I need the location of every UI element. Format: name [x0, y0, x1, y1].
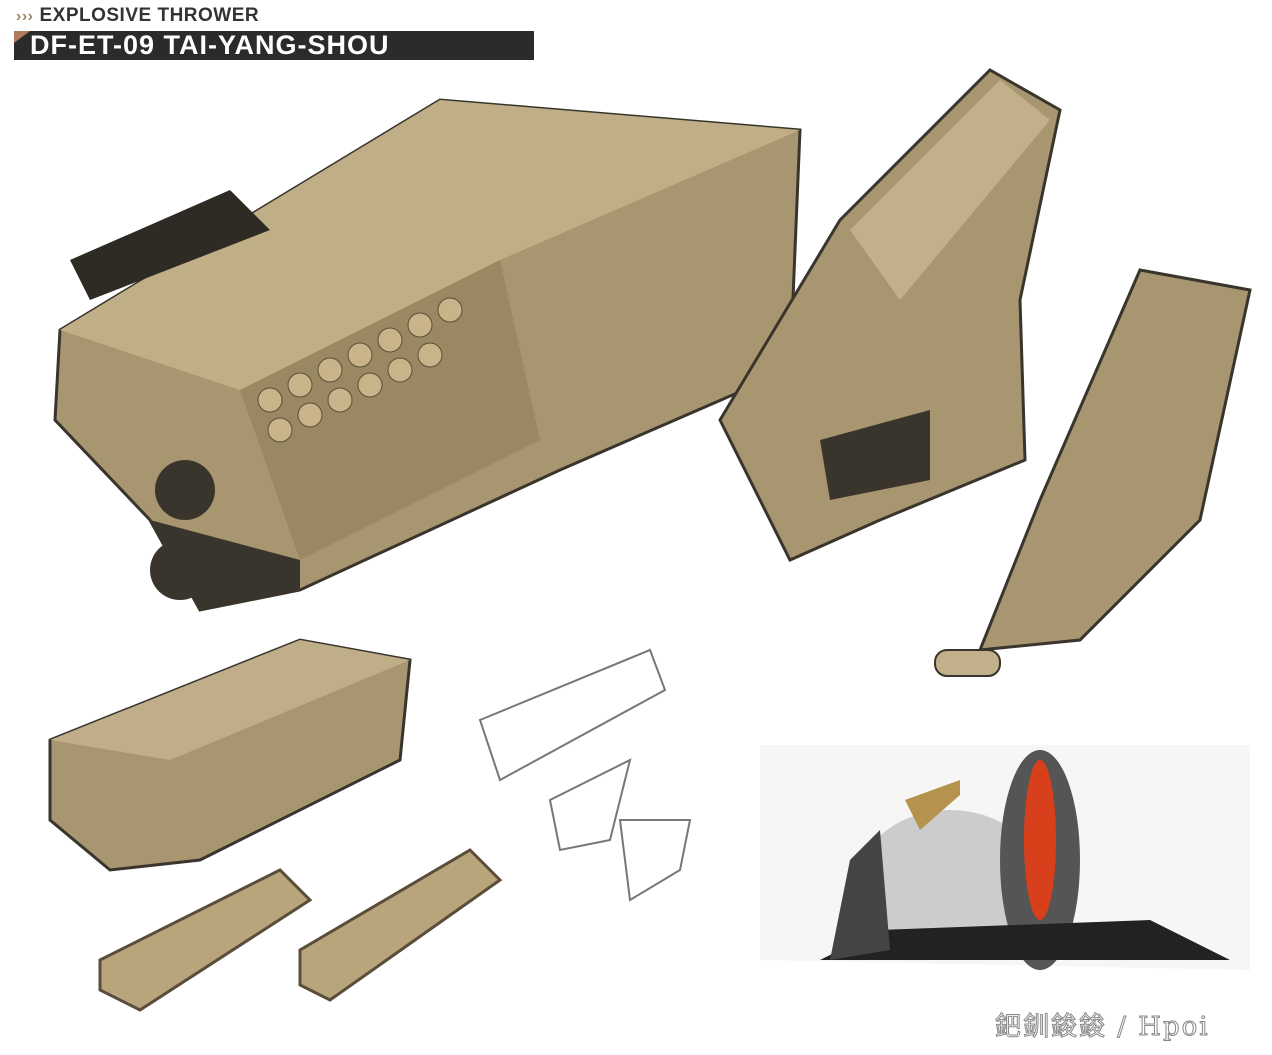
mount-plates-illustration [98, 848, 503, 1012]
action-scene-illustration [760, 745, 1250, 970]
watermark: 鈀釧鋑鋑 / Hpoi [995, 1012, 1210, 1043]
title-bar [14, 31, 534, 60]
page-title: DF-ET-09 TAI-YANG-SHOU [30, 30, 390, 60]
title-accent [14, 31, 30, 43]
raised-launcher-illustration [718, 68, 1062, 562]
line-sketch-illustration [478, 648, 692, 902]
weapon-category-label: ››› EXPLOSIVE THROWER [16, 5, 259, 27]
small-launcher-illustration [48, 638, 412, 872]
subtitle-text: EXPLOSIVE THROWER [39, 5, 260, 26]
arm-illustration [934, 268, 1252, 677]
chevrons-icon: ››› [16, 8, 34, 25]
main-launcher-illustration [53, 98, 802, 612]
